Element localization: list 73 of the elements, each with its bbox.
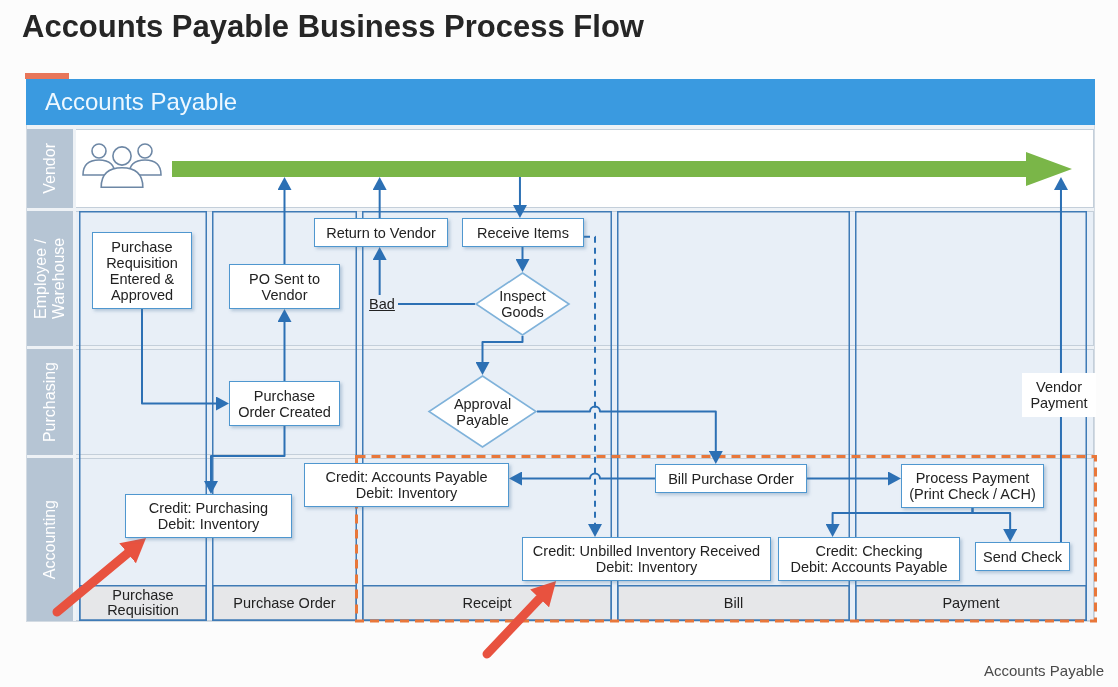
flow-arrow	[509, 471, 656, 486]
lane-title: Purchasing	[41, 361, 59, 442]
process-label: PO Sent to Vendor	[248, 270, 321, 303]
process-label: Return to Vendor	[326, 224, 436, 241]
flow-arrow	[536, 405, 723, 464]
journal-entry-box	[125, 494, 292, 538]
swimlane	[27, 129, 1094, 208]
journal-entry-line: Debit: Inventory	[355, 485, 458, 501]
flow-arrow	[1053, 177, 1068, 543]
flow-arrow	[515, 246, 530, 272]
journal-entry-box	[778, 537, 960, 581]
phase-header	[617, 585, 850, 621]
flow-arrow	[204, 425, 286, 494]
phase-title: Payment	[942, 595, 1000, 611]
phase-header	[212, 585, 357, 621]
phase-header	[362, 585, 612, 621]
phase-header	[79, 585, 207, 621]
swimlane-pool	[26, 79, 1095, 622]
journal-entry-line: Credit: Purchasing	[148, 500, 269, 516]
callout-arrow	[482, 581, 557, 659]
journal-entry-line: Debit: Inventory	[595, 559, 698, 575]
phase-title: Receipt	[462, 595, 512, 611]
decision-diamond	[428, 375, 537, 448]
diagram-title: Accounts Payable Business Process Flow	[22, 8, 644, 46]
process-box	[92, 232, 192, 309]
journal-entry-line: Credit: Checking	[815, 543, 923, 559]
decision-label: Approval Payable	[452, 395, 513, 428]
decision-label: Inspect Goods	[498, 288, 547, 320]
swimlane	[27, 458, 1094, 621]
process-box	[229, 381, 340, 426]
journal-entry-line: Debit: Accounts Payable	[790, 559, 948, 575]
phase-title: Purchase Order	[233, 595, 336, 611]
pool-title: Accounts Payable	[45, 88, 238, 116]
lane-title: Vendor	[41, 143, 59, 194]
process-label: Receive Items	[477, 224, 569, 241]
process-box	[229, 264, 340, 309]
edge-label: Bad	[366, 295, 398, 313]
process-box	[901, 464, 1044, 508]
process-label: Process Payment (Print Check / ACH)	[908, 470, 1037, 502]
swimlane	[27, 349, 1094, 455]
journal-entry-line: Debit: Inventory	[157, 516, 260, 532]
process-box	[975, 542, 1070, 571]
phase-title: Purchase Requisition	[106, 588, 180, 618]
process-box	[314, 218, 448, 247]
process-label: Purchase Order Created	[237, 387, 332, 420]
journal-entry-box	[522, 537, 771, 581]
flow-arrow	[512, 176, 527, 218]
lane-title: Accounting	[41, 499, 59, 580]
decision-diamond	[475, 272, 570, 336]
process-box	[655, 464, 807, 493]
dashed-arrow	[583, 235, 602, 537]
flow-arrow	[806, 471, 901, 486]
edge-label: Vendor Payment	[1022, 373, 1096, 417]
journal-entry-line: Credit: Accounts Payable	[325, 469, 488, 485]
journal-entry-box	[304, 463, 509, 507]
lane-title: Employee / Warehouse	[32, 236, 68, 322]
flow-arrow	[277, 177, 292, 265]
flow-arrow	[372, 177, 387, 219]
process-box	[462, 218, 584, 247]
block-arrow	[172, 152, 1072, 186]
flow-arrow	[141, 308, 229, 411]
phase-header	[855, 585, 1087, 621]
callout-arrow	[52, 538, 147, 617]
phase-title: Bill	[723, 595, 744, 611]
process-label: Purchase Requisition Entered & Approved	[105, 238, 179, 303]
flow-arrow	[277, 309, 292, 382]
swimlane	[27, 211, 1094, 346]
journal-entry-line: Credit: Unbilled Inventory Received	[532, 543, 761, 559]
footer-label: Accounts Payable	[983, 662, 1104, 680]
flow-arrow	[971, 507, 1018, 542]
process-label: Bill Purchase Order	[668, 470, 794, 487]
flow-arrow	[475, 335, 524, 375]
process-label: Send Check	[983, 548, 1062, 565]
